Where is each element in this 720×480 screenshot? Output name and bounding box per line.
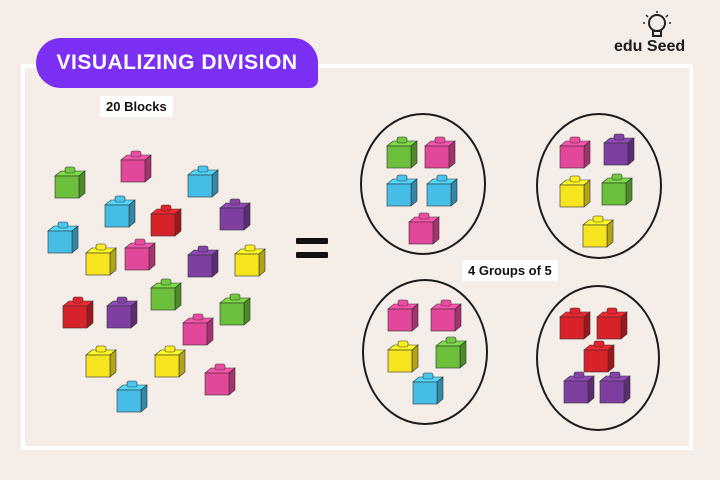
yellow-block-icon [557, 173, 593, 209]
green-block-icon [384, 134, 420, 170]
purple-block-icon [185, 243, 221, 279]
yellow-block-icon [580, 213, 616, 249]
group-oval-3 [362, 279, 488, 425]
blue-block-icon [410, 370, 446, 406]
page-title: VISUALIZING DIVISION [36, 38, 318, 88]
yellow-block-icon [385, 338, 421, 374]
pink-block-icon [428, 297, 464, 333]
green-block-icon [433, 334, 469, 370]
pink-block-icon [557, 134, 593, 170]
yellow-block-icon [83, 241, 119, 277]
lightbulb-icon [643, 11, 671, 37]
logo-wordmark: edu Seed [614, 38, 686, 55]
group-oval-2 [536, 113, 662, 259]
pink-block-icon [406, 210, 442, 246]
green-block-icon [599, 171, 635, 207]
purple-block-icon [601, 131, 637, 167]
yellow-block-icon [83, 343, 119, 379]
groups-label: 4 Groups of 5 [462, 260, 558, 281]
purple-block-icon [561, 369, 597, 405]
red-block-icon [148, 202, 184, 238]
red-block-icon [557, 305, 593, 341]
green-block-icon [52, 164, 88, 200]
purple-block-icon [104, 294, 140, 330]
purple-block-icon [597, 369, 633, 405]
page-title-text: VISUALIZING DIVISION [56, 51, 298, 74]
blue-block-icon [102, 193, 138, 229]
pink-block-icon [118, 148, 154, 184]
red-block-icon [60, 294, 96, 330]
pink-block-icon [122, 236, 158, 272]
purple-block-icon [217, 196, 253, 232]
yellow-block-icon [232, 242, 268, 278]
equals-sign [296, 238, 328, 260]
green-block-icon [217, 291, 253, 327]
blue-block-icon [45, 219, 81, 255]
blue-block-icon [185, 163, 221, 199]
blue-block-icon [114, 378, 150, 414]
red-block-icon [581, 338, 617, 374]
pink-block-icon [422, 134, 458, 170]
pink-block-icon [180, 311, 216, 347]
red-block-icon [594, 305, 630, 341]
blocks-count-label: 20 Blocks [100, 96, 173, 117]
blue-block-icon [424, 172, 460, 208]
content-frame [21, 64, 693, 450]
blue-block-icon [384, 172, 420, 208]
pink-block-icon [385, 297, 421, 333]
eduseed-logo: edu Seed [606, 10, 706, 58]
yellow-block-icon [152, 343, 188, 379]
green-block-icon [148, 276, 184, 312]
groups-label-text: 4 Groups of 5 [468, 263, 552, 278]
group-oval-4 [536, 285, 660, 431]
pink-block-icon [202, 361, 238, 397]
blocks-count-text: 20 Blocks [106, 99, 167, 114]
group-oval-1 [360, 113, 486, 255]
